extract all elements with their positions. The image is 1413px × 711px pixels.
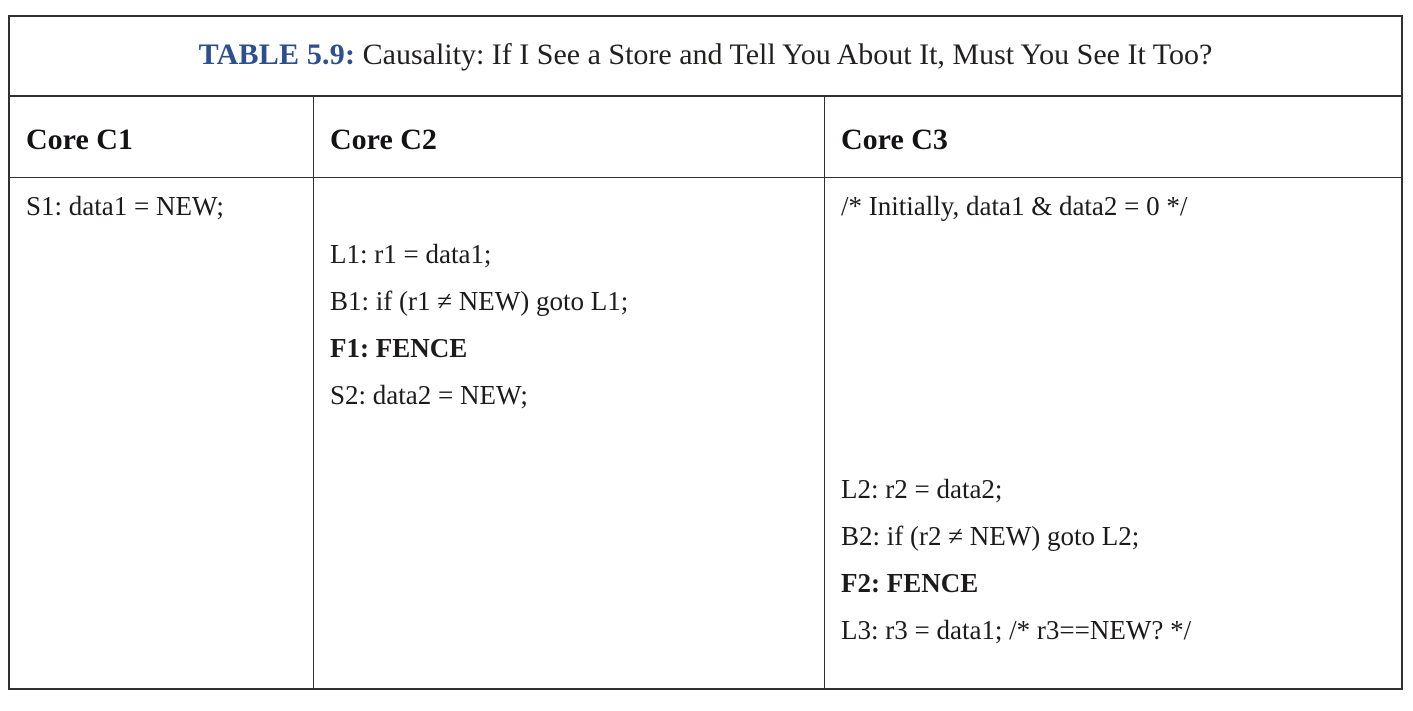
column-header-label: Core C2 [330,123,437,156]
code-block-c3: L2: r2 = data2; B2: if (r2 ≠ NEW) goto L… [825,466,1401,654]
table-body-row: S1: data1 = NEW; L1: r1 = data1; B1: if … [10,178,1401,688]
column-header-core-c1: Core C1 [10,97,313,177]
table-5-9: TABLE 5.9: Causality: If I See a Store a… [8,15,1403,690]
code-block-c3-comment: /* Initially, data1 & data2 = 0 */ [825,183,1401,230]
cell-core-c1: S1: data1 = NEW; [10,178,313,688]
code-block-c1: S1: data1 = NEW; [10,183,313,230]
code-line: L1: r1 = data1; [330,239,492,269]
code-line: B1: if (r1 ≠ NEW) goto L1; [330,286,629,316]
table-header-row: Core C1 Core C2 Core C3 [10,97,1401,178]
column-header-label: Core C3 [841,123,948,156]
code-line: S1: data1 = NEW; [26,191,224,221]
code-line: L3: r3 = data1; /* r3==NEW? */ [841,615,1192,645]
cell-core-c3: /* Initially, data1 & data2 = 0 */ L2: r… [824,178,1401,688]
code-line-fence: F1: FENCE [330,333,468,363]
column-header-core-c2: Core C2 [313,97,824,177]
table-caption-number: TABLE 5.9: [198,38,356,71]
table-caption-title: Causality: If I See a Store and Tell You… [355,38,1213,71]
table-caption: TABLE 5.9: Causality: If I See a Store a… [199,40,1213,72]
code-line: S2: data2 = NEW; [330,380,528,410]
column-header-label: Core C1 [26,123,133,156]
cell-core-c2: L1: r1 = data1; B1: if (r1 ≠ NEW) goto L… [313,178,824,688]
table-caption-row: TABLE 5.9: Causality: If I See a Store a… [10,17,1401,97]
column-header-core-c3: Core C3 [824,97,1401,177]
code-line: L2: r2 = data2; [841,474,1003,504]
code-line-fence: F2: FENCE [841,568,979,598]
code-line: B2: if (r2 ≠ NEW) goto L2; [841,521,1140,551]
code-block-c2: L1: r1 = data1; B1: if (r1 ≠ NEW) goto L… [314,231,824,419]
code-comment-line: /* Initially, data1 & data2 = 0 */ [841,191,1188,221]
